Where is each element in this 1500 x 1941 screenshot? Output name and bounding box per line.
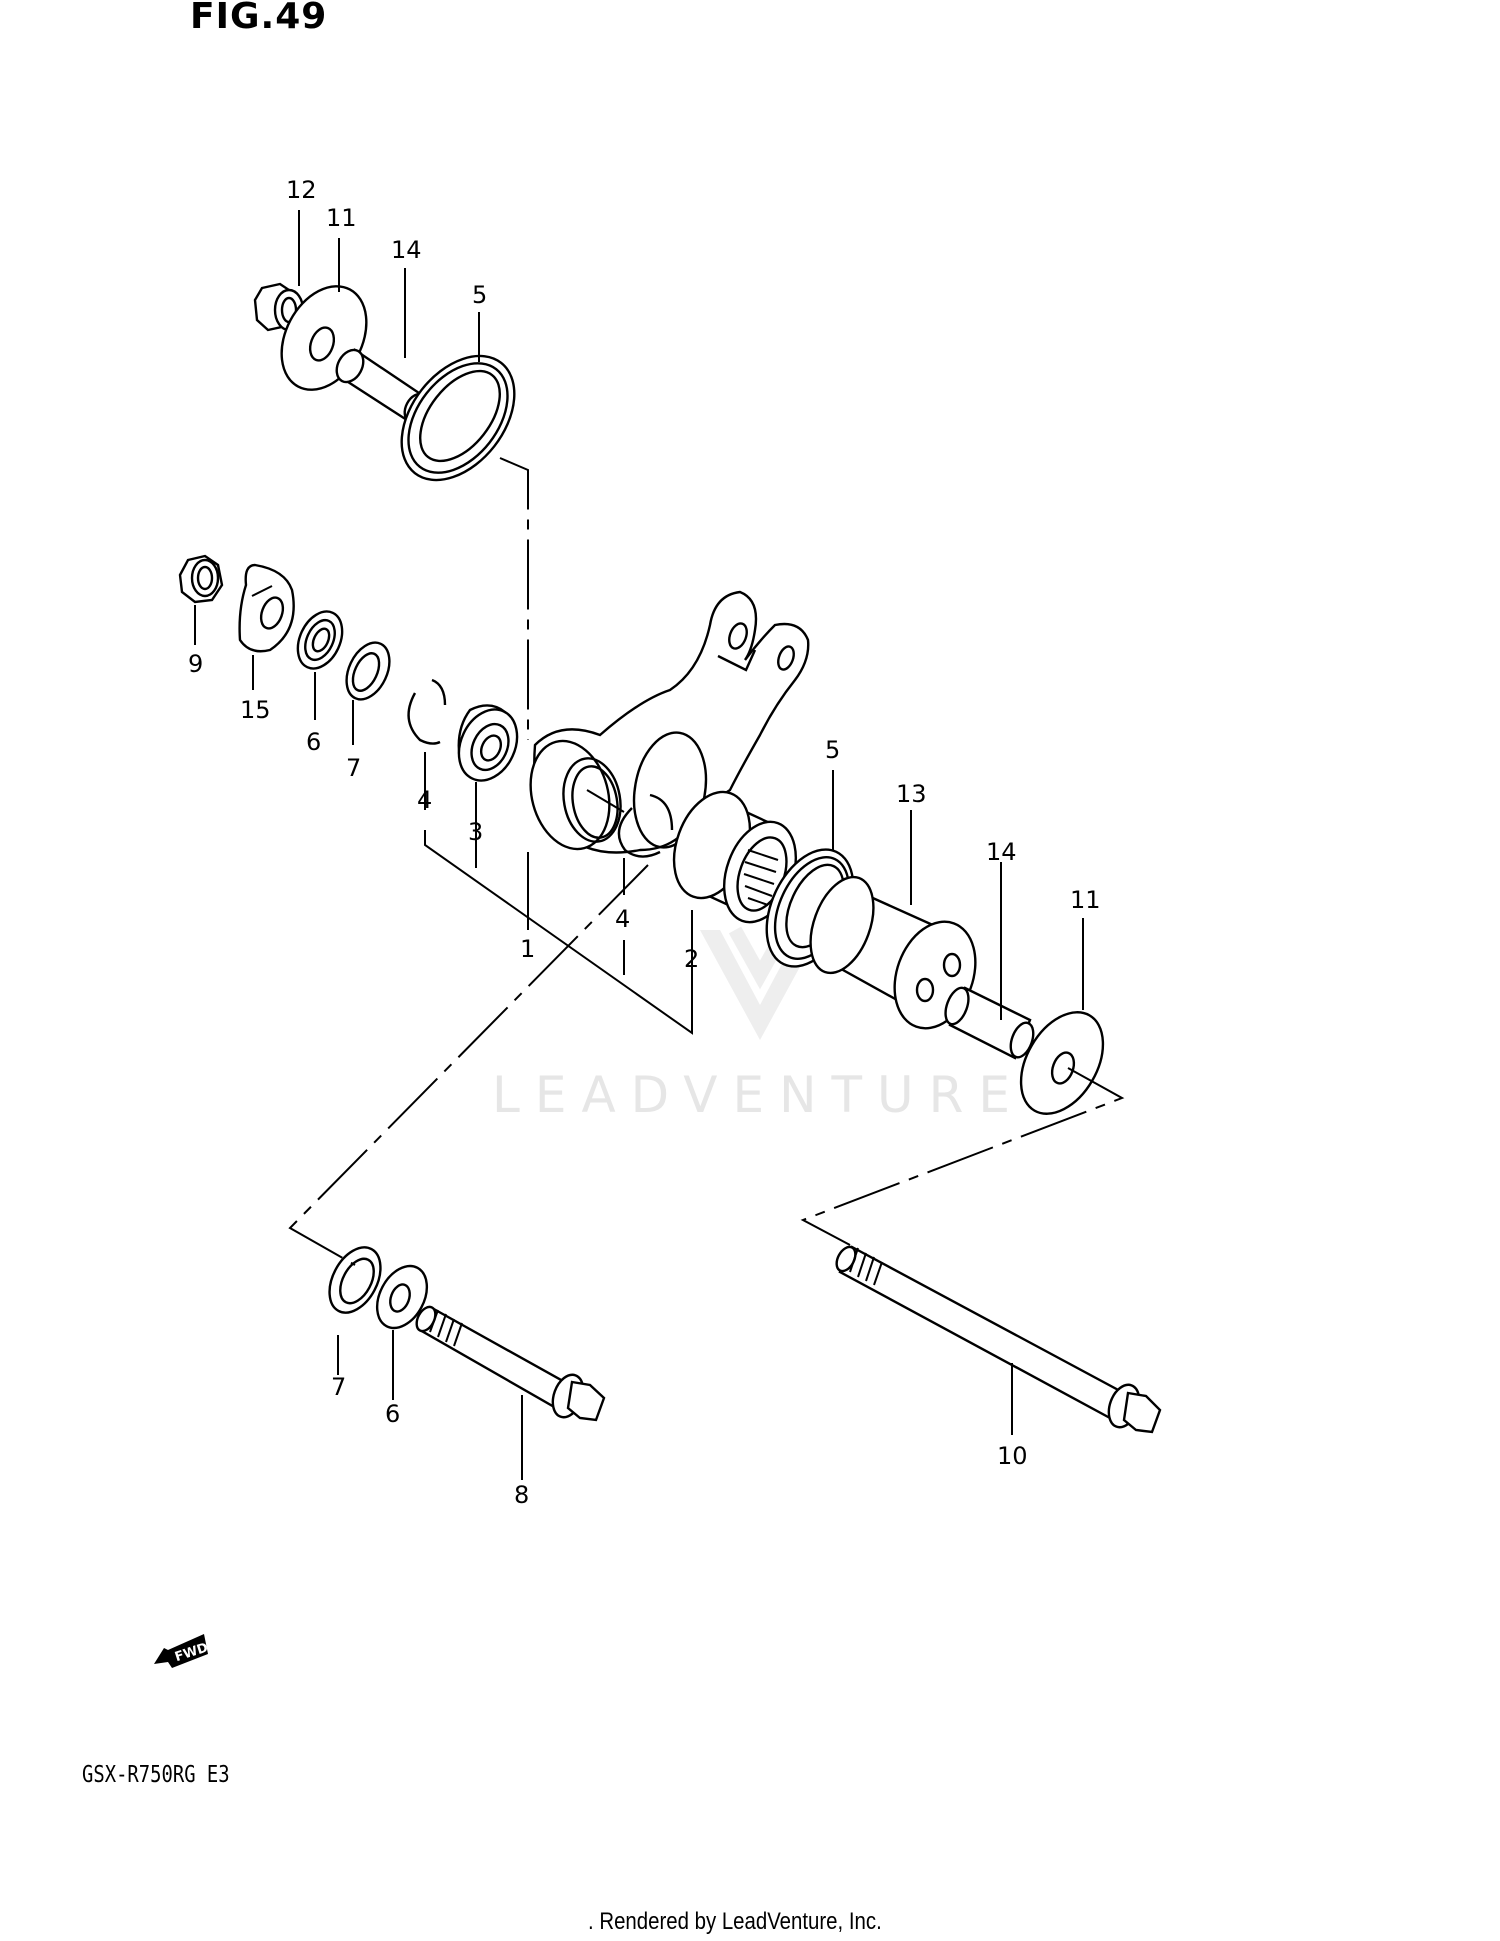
- oil-seal-5-top-part: [400, 354, 516, 482]
- bolt-8-part: [415, 1305, 606, 1422]
- callout-2: 2: [684, 945, 699, 973]
- svg-text:LEADVENTURE: LEADVENTURE: [492, 1066, 1025, 1124]
- cushion-lever-1-part: [529, 590, 810, 854]
- callout-6: 6: [306, 728, 321, 756]
- callout-10: 10: [997, 1442, 1028, 1470]
- callout-11: 11: [326, 204, 357, 232]
- bolt-10-part: [835, 1245, 1162, 1434]
- callout-12: 12: [286, 176, 317, 204]
- callout-1: 1: [520, 935, 535, 963]
- callout-14: 14: [986, 838, 1017, 866]
- callout-14: 14: [391, 236, 422, 264]
- callout-5: 5: [472, 281, 487, 309]
- alignment-lines: [288, 457, 1125, 1266]
- callout-4: 4: [615, 905, 630, 933]
- washer-6-left-part: [296, 610, 344, 670]
- callout-11: 11: [1070, 886, 1101, 914]
- circlip-4-right-part: [617, 793, 674, 858]
- seal-7-left-part: [345, 641, 391, 701]
- spacer-13-part: [809, 875, 977, 1030]
- seal-7-lower-part: [328, 1246, 382, 1314]
- callout-5: 5: [825, 736, 840, 764]
- callout-4: 4: [417, 786, 432, 814]
- callout-8: 8: [514, 1481, 529, 1509]
- bearing-3-part: [457, 704, 519, 782]
- callout-7: 7: [331, 1373, 346, 1401]
- figure-title: FIG.49: [190, 0, 328, 37]
- washer-6-lower-part: [375, 1264, 429, 1330]
- needle-bearing-2-part: [672, 790, 797, 924]
- nut-9-part: [178, 554, 224, 604]
- plate-15-part: [238, 563, 295, 653]
- model-code: GSX-R750RG E3: [82, 1762, 230, 1788]
- callout-15: 15: [240, 696, 271, 724]
- callout-6: 6: [385, 1400, 400, 1428]
- callout-3: 3: [468, 818, 483, 846]
- callout-9: 9: [188, 650, 203, 678]
- callout-labels: 12 11 14 5 9 15 6 7 4 3 1 4 2 5 13 14 11…: [188, 176, 1101, 1509]
- circlip-4-left-part: [407, 678, 447, 745]
- callout-7: 7: [346, 754, 361, 782]
- spacer-14-right-part: [944, 986, 1035, 1060]
- render-credit: . Rendered by LeadVenture, Inc.: [588, 1908, 882, 1935]
- svg-text:FWD: FWD: [173, 1640, 210, 1665]
- callout-13: 13: [896, 780, 927, 808]
